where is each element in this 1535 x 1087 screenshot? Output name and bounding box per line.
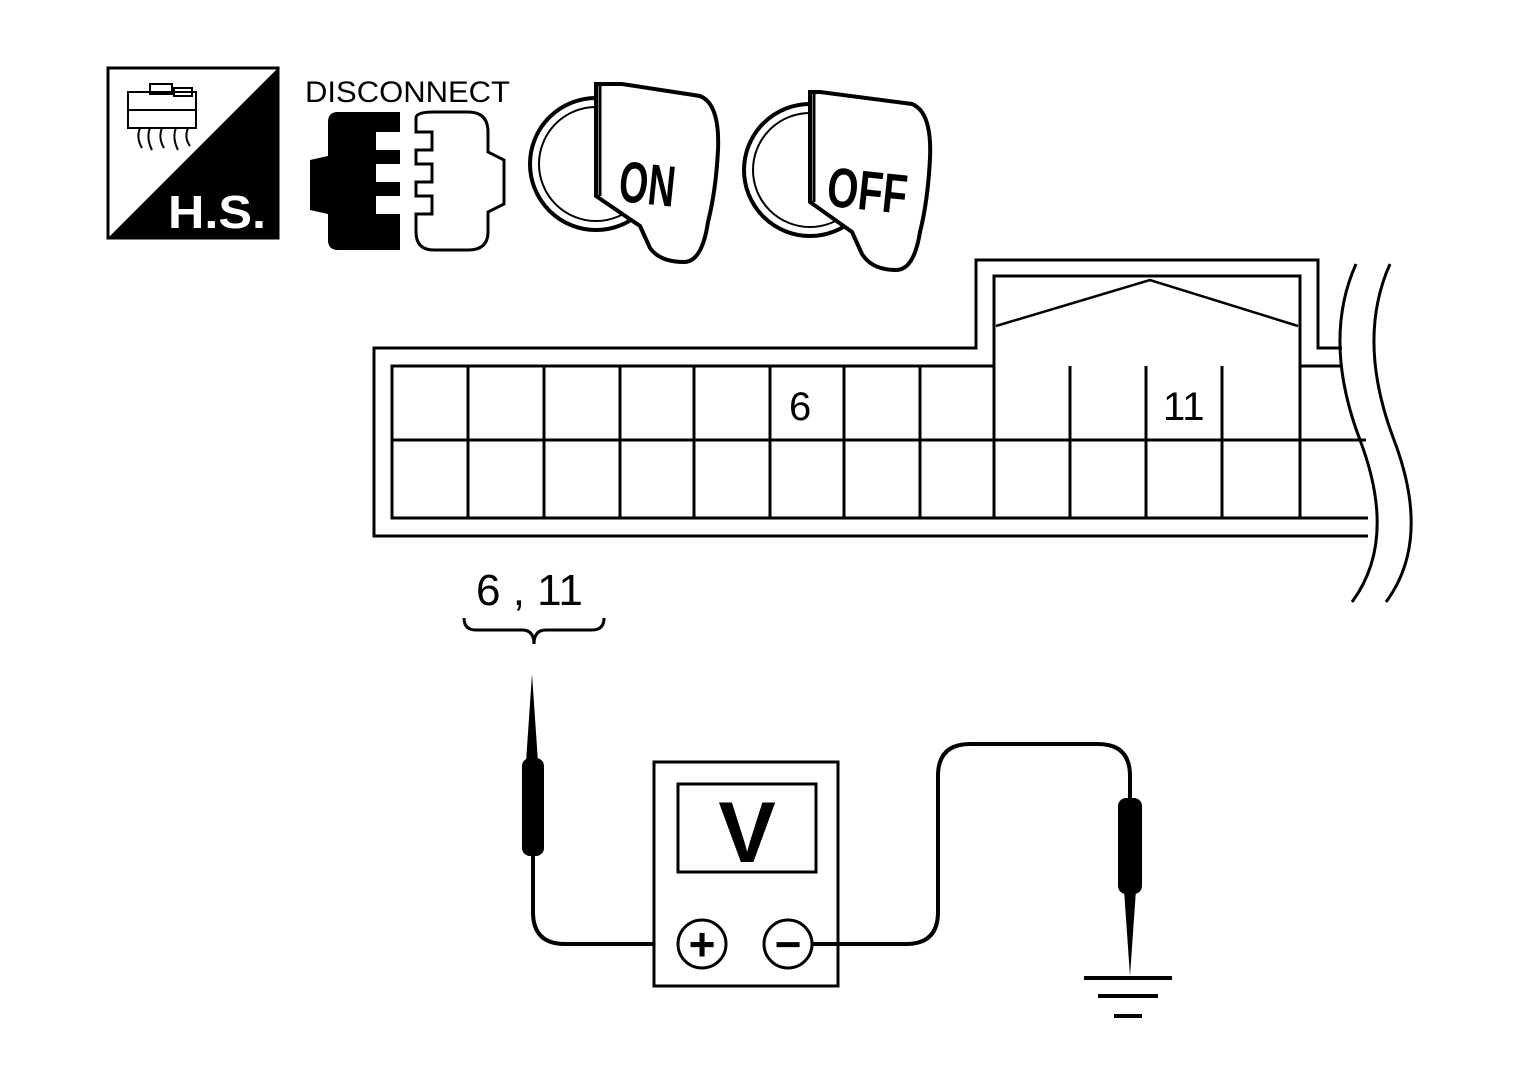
ground-icon <box>1084 976 1172 1018</box>
positive-test-probe <box>522 674 680 946</box>
harness-side-label: H.S. <box>168 186 266 238</box>
voltmeter-display-text: V <box>718 785 775 881</box>
harness-connector <box>372 258 1368 538</box>
harness-connector-sketch <box>127 83 197 151</box>
terminal-6-label: 6 <box>789 385 811 429</box>
positive-terminal-icon <box>676 918 728 970</box>
disconnect-label: DISCONNECT <box>305 76 510 109</box>
harness-side-icon: H.S. <box>106 66 280 240</box>
terminal-brace <box>462 617 606 645</box>
negative-symbol: − <box>775 918 802 970</box>
ignition-key-off <box>808 90 933 273</box>
voltmeter: V + − <box>652 760 840 988</box>
probe-terminals-label: 6 , 11 <box>476 566 583 615</box>
connector-female-half <box>414 110 506 252</box>
voltmeter-display <box>676 782 818 874</box>
positive-symbol: + <box>689 918 716 970</box>
negative-test-probe <box>812 742 1142 976</box>
ignition-on-label: ON <box>616 149 678 219</box>
ignition-off-label: OFF <box>824 155 910 226</box>
terminal-11-label: 11 <box>1163 385 1205 429</box>
ignition-on-icon: ON <box>528 82 721 265</box>
connector-break-lines <box>1338 263 1413 603</box>
connector-lock-tab <box>995 278 1299 328</box>
ignition-off-icon: OFF <box>742 90 933 273</box>
disconnect-icon: DISCONNECT <box>305 76 510 252</box>
connector-male-half <box>310 112 400 250</box>
ignition-key-on <box>594 82 721 265</box>
